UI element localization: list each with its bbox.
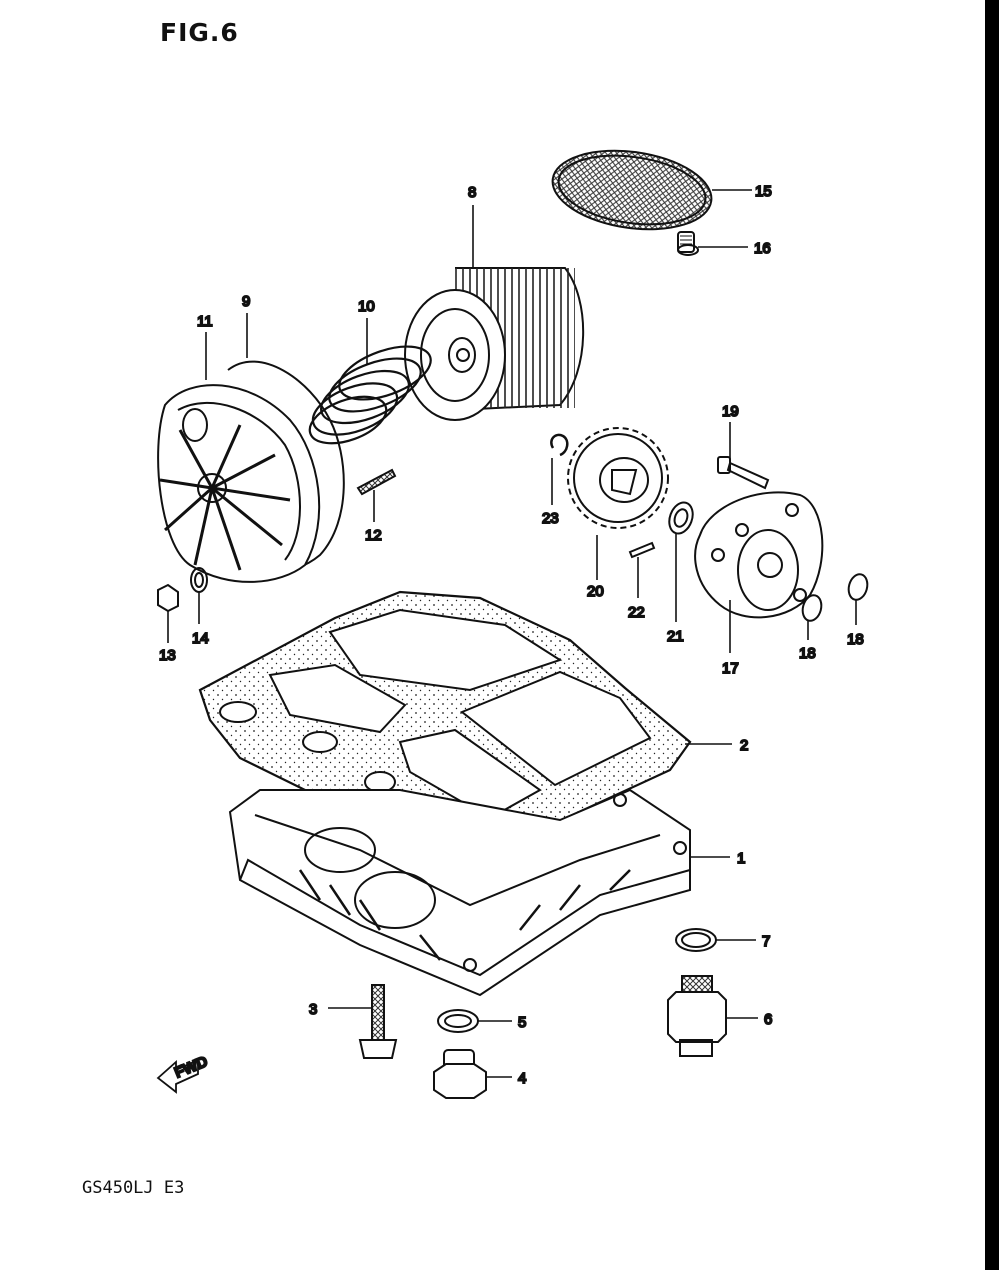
leader-lines <box>167 189 857 1078</box>
callout-2: 2 <box>740 737 748 754</box>
oil-pan-bolt <box>358 984 398 1059</box>
pump-bolt <box>717 456 770 490</box>
callout-18a: 18 <box>799 645 816 662</box>
callout-11: 11 <box>197 313 213 330</box>
callout-10: 10 <box>358 298 375 315</box>
callout-7: 7 <box>762 933 770 950</box>
callout-17: 17 <box>722 660 739 677</box>
callout-21: 21 <box>667 628 684 645</box>
cap-washer <box>190 567 208 593</box>
callout-3: 3 <box>309 1001 317 1018</box>
cap-nut <box>157 583 179 613</box>
drain-plug-gasket <box>437 1009 479 1033</box>
strainer-screw <box>677 231 699 256</box>
callout-labels: 1 2 3 4 5 6 7 8 9 10 11 12 13 14 15 16 1… <box>158 182 865 1088</box>
model-code: GS450LJ E3 <box>82 1178 185 1198</box>
oil-filter <box>404 267 585 421</box>
filter-cap <box>157 384 321 583</box>
drain-plug <box>433 1049 487 1099</box>
callout-22: 22 <box>628 604 645 621</box>
gear-washer <box>668 501 694 535</box>
callout-20: 20 <box>587 583 604 600</box>
fwd-arrow-icon: FWD <box>156 1052 211 1094</box>
callout-4: 4 <box>518 1070 526 1087</box>
scan-edge <box>985 0 999 1270</box>
callout-5: 5 <box>518 1014 526 1031</box>
pin <box>628 541 656 559</box>
oil-pump <box>694 491 824 619</box>
callout-14: 14 <box>192 630 209 647</box>
callout-12: 12 <box>365 527 382 544</box>
cap-stud <box>356 468 397 496</box>
callout-15: 15 <box>755 183 772 200</box>
callout-1: 1 <box>737 850 745 867</box>
union-gasket <box>675 928 717 952</box>
callout-13: 13 <box>159 647 176 664</box>
callout-18b: 18 <box>847 631 864 648</box>
callout-19: 19 <box>722 403 739 420</box>
callout-23: 23 <box>542 510 559 527</box>
pump-gear <box>567 427 669 529</box>
callout-16: 16 <box>754 240 771 257</box>
oil-strainer <box>551 149 713 231</box>
callout-9: 9 <box>242 293 250 310</box>
callout-6: 6 <box>764 1011 772 1028</box>
callout-8: 8 <box>468 184 476 201</box>
figure-title: FIG.6 <box>160 18 239 47</box>
oil-pressure-union <box>667 975 727 1057</box>
circlip <box>550 433 569 457</box>
oil-pan <box>228 788 691 997</box>
